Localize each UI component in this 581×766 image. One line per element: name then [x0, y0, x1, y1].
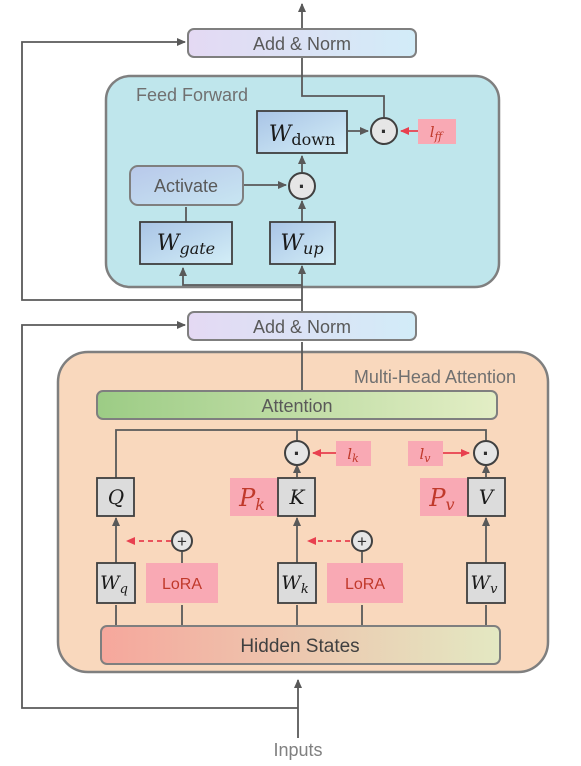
plus-k [351, 530, 373, 552]
v-label: V [479, 485, 496, 509]
mult-ff-out [370, 117, 398, 145]
plus-k-symbol: + [357, 532, 367, 551]
w-gate-box [139, 221, 233, 265]
red-lines [126, 127, 470, 545]
w-gate-label: Wgate [157, 231, 215, 258]
multi-head-attention-title: Multi-Head Attention [354, 367, 516, 387]
q-box [96, 477, 135, 517]
w-k-box [277, 562, 317, 604]
p-k-label: Pk [238, 484, 265, 514]
w-v-box [466, 562, 506, 604]
feed-forward-title: Feed Forward [136, 85, 248, 105]
w-q-label: Wq [100, 572, 128, 597]
add-norm-bottom-label: Add & Norm [253, 317, 351, 337]
activate-label: Activate [154, 176, 218, 196]
w-down-label: Wdown [269, 122, 336, 149]
w-v-label: Wv [471, 572, 499, 597]
w-up-label: Wup [280, 231, 323, 258]
attention-box [96, 390, 498, 420]
q-label: Q [108, 485, 124, 509]
add-norm-top-label: Add & Norm [253, 34, 351, 54]
plus-q [171, 530, 193, 552]
hidden-states-label: Hidden States [240, 636, 359, 657]
mult-v-symbol: · [482, 441, 489, 466]
attention-label: Attention [261, 396, 332, 416]
p-v-box [420, 478, 468, 516]
mult-v [473, 440, 499, 466]
lora-2-label: LoRA [345, 576, 385, 593]
connection-lines [21, 3, 490, 738]
mult-ff-out-symbol: · [380, 119, 387, 144]
k-box [277, 477, 316, 517]
p-k-box [230, 478, 278, 516]
l-k-label: lk [347, 445, 359, 465]
l-v-box [408, 441, 443, 466]
add-norm-top-box [187, 28, 417, 58]
l-k-box [336, 441, 371, 466]
w-k-label: Wk [281, 572, 309, 597]
lora-1-label: LoRA [162, 576, 202, 593]
plus-q-symbol: + [177, 532, 187, 551]
w-up-box [269, 221, 336, 265]
l-ff-label: lff [430, 123, 445, 143]
k-label: K [289, 485, 306, 509]
lora-2-box [327, 563, 403, 603]
lora-1-box [146, 563, 218, 603]
add-norm-bottom-box [187, 311, 417, 341]
inputs-label: Inputs [273, 740, 322, 760]
v-box [467, 477, 506, 517]
l-v-label: lv [419, 445, 431, 465]
mult-activate-symbol: · [298, 174, 305, 199]
l-ff-box [418, 119, 456, 144]
mult-k-symbol: · [293, 441, 300, 466]
p-v-label: Pv [428, 484, 454, 514]
hidden-states-box [100, 625, 501, 665]
mult-activate [288, 172, 316, 200]
w-down-box [256, 110, 348, 154]
activate-box [129, 165, 244, 206]
w-q-box [96, 562, 136, 604]
mult-k [284, 440, 310, 466]
